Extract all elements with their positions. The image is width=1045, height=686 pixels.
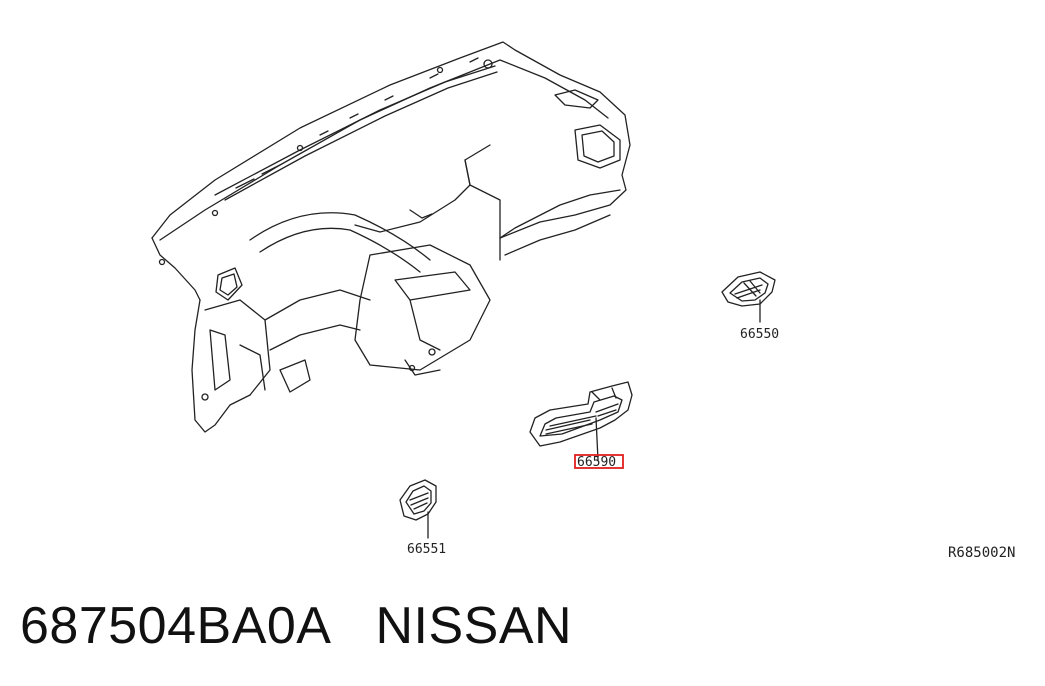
brand-name: NISSAN [375, 597, 573, 655]
part-number: 687504BA0A [20, 597, 332, 655]
part-caption: 687504BA0A NISSAN [20, 596, 572, 656]
highlight-box [574, 454, 624, 469]
instrument-panel [151, 41, 631, 433]
vent-center-drawing [529, 381, 633, 461]
callout-66551: 66551 [407, 542, 446, 557]
reference-code: R685002N [948, 545, 1015, 561]
callout-66550: 66550 [740, 327, 779, 342]
vent-right-drawing [721, 271, 776, 323]
callout-66590: 66590 [577, 455, 616, 470]
parts-diagram: 66550 66590 66551 R685002N [151, 41, 1015, 561]
vent-left-drawing [399, 479, 437, 539]
